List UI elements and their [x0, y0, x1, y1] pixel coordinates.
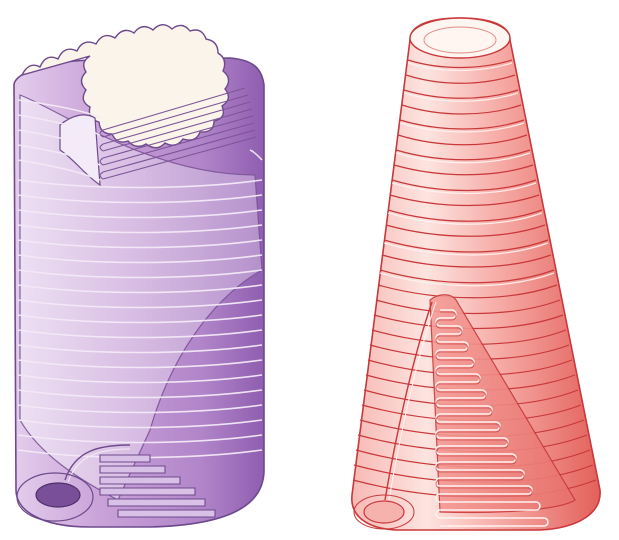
cylinder-figure [14, 25, 264, 527]
cone-base-hole [364, 501, 404, 523]
cone-top-opening [410, 18, 510, 58]
cylinder-base-hole [36, 483, 80, 507]
cone-figure [352, 18, 600, 530]
